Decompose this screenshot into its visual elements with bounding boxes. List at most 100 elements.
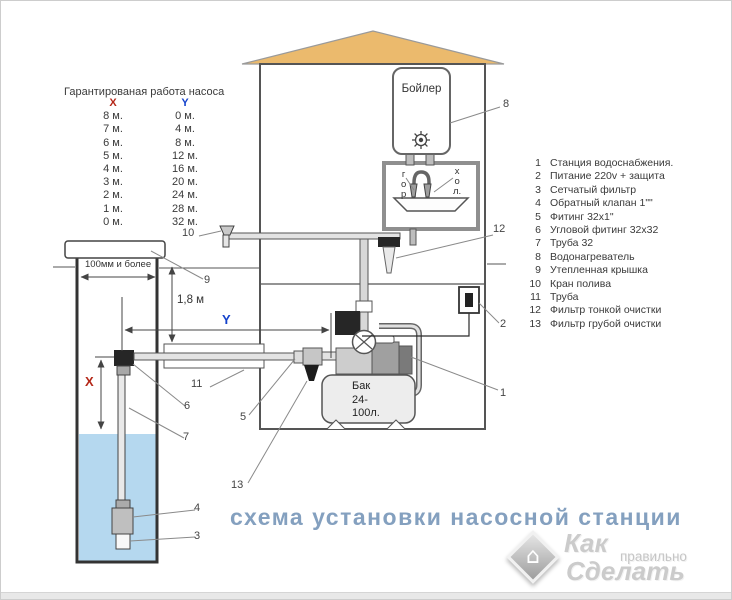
pump-table-columns: X Y bbox=[77, 97, 227, 110]
callout-11: 11 bbox=[191, 378, 203, 390]
watermark-logo: ⌂ Как правильно Сделать bbox=[502, 528, 727, 588]
callout-8: 8 bbox=[503, 98, 510, 110]
well-pipe-assembly bbox=[111, 350, 134, 550]
table-row: 0 м.32 м. bbox=[103, 215, 198, 228]
boiler bbox=[392, 67, 451, 155]
watermark-word1: Как bbox=[564, 528, 608, 558]
watermark-word2: правильно bbox=[620, 549, 687, 564]
callout-7: 7 bbox=[183, 431, 190, 443]
check-valve bbox=[111, 507, 134, 535]
callout-12: 12 bbox=[493, 223, 506, 235]
pressure-tank bbox=[321, 374, 416, 424]
table-row: 2 м.24 м. bbox=[103, 189, 198, 202]
ground-lines bbox=[53, 263, 506, 269]
well-width-dim-label: 100мм и более bbox=[85, 259, 152, 270]
callout-10: 10 bbox=[182, 227, 195, 239]
table-row: 5 м.12 м. bbox=[103, 149, 198, 162]
well-riser-pipe bbox=[117, 372, 126, 504]
leader-3 bbox=[129, 536, 196, 542]
callout-4: 4 bbox=[194, 502, 201, 514]
watermark-diamond: ⌂ bbox=[506, 530, 560, 584]
elbow-fitting-lower bbox=[116, 365, 131, 376]
leader-lines bbox=[128, 106, 501, 542]
fine-filter-cap bbox=[378, 237, 400, 247]
pressure-switch bbox=[335, 311, 360, 335]
leader-2 bbox=[478, 302, 500, 324]
suction-line bbox=[133, 343, 338, 381]
dimension-lines bbox=[80, 266, 332, 430]
power-outlet-slot bbox=[465, 293, 473, 307]
fine-filter-cone bbox=[382, 246, 396, 274]
x-dim-label: X bbox=[85, 374, 94, 389]
hot-label-leader bbox=[405, 177, 415, 191]
cold-label-leader bbox=[433, 177, 454, 193]
sink-basin bbox=[392, 197, 470, 212]
depth-dim-label: 1,8 м bbox=[177, 294, 205, 306]
well-cap bbox=[64, 240, 166, 259]
valve-cross bbox=[355, 334, 373, 350]
leader-6 bbox=[132, 363, 186, 407]
callout-3: 3 bbox=[194, 530, 201, 542]
hot-water-label: г о р bbox=[401, 169, 407, 200]
leader-10 bbox=[198, 230, 222, 237]
boiler-body bbox=[392, 67, 451, 155]
pump-top-cap bbox=[373, 335, 395, 344]
leader-7 bbox=[128, 407, 185, 439]
roof bbox=[241, 30, 505, 65]
coarse-filter bbox=[304, 365, 319, 381]
table-row: 6 м.8 м. bbox=[103, 136, 195, 149]
pipe-coupling bbox=[355, 300, 373, 313]
inlet-fitting-small bbox=[293, 350, 304, 364]
leader-5 bbox=[248, 358, 296, 416]
cold-water-line bbox=[219, 225, 401, 274]
table-row: 1 м.28 м. bbox=[103, 202, 198, 215]
col-x-label: X bbox=[109, 97, 117, 109]
garden-tap bbox=[219, 225, 235, 236]
leader-12 bbox=[395, 234, 494, 259]
leader-8 bbox=[449, 106, 501, 124]
mesh-strainer bbox=[115, 533, 131, 550]
check-valve-cap bbox=[115, 499, 131, 509]
sink-room bbox=[382, 150, 480, 246]
power-wire bbox=[362, 312, 470, 337]
sink-room-walls bbox=[382, 161, 480, 231]
tank-label: Бак 24- 100л. bbox=[352, 380, 380, 419]
pump-table-header: Гарантированая работа насоса bbox=[64, 86, 225, 98]
leader-1 bbox=[410, 356, 499, 391]
house-icon: ⌂ bbox=[526, 544, 540, 569]
cold-water-label: х о л. bbox=[453, 166, 462, 197]
table-row: 7 м.4 м. bbox=[103, 123, 195, 136]
tank-leg bbox=[326, 419, 346, 430]
cold-pipe bbox=[228, 232, 401, 240]
elbow-fitting bbox=[114, 350, 134, 366]
pump-end-cap bbox=[398, 345, 413, 375]
inlet-fitting bbox=[302, 347, 323, 366]
pump-table: X Y 8 м.0 м. 7 м.4 м. 6 м.8 м. 5 м.12 м.… bbox=[77, 97, 227, 229]
y-dim-label: Y bbox=[222, 312, 231, 327]
watermark-word3: Сделать bbox=[566, 556, 685, 586]
callout-6: 6 bbox=[184, 400, 191, 412]
boiler-gear-icon bbox=[412, 131, 430, 149]
col-y-label: Y bbox=[181, 97, 189, 109]
garden-tap-stem bbox=[222, 234, 230, 248]
table-row: 3 м.20 м. bbox=[103, 176, 198, 189]
leader-4 bbox=[132, 509, 196, 518]
callout-5: 5 bbox=[240, 411, 247, 423]
callout-2: 2 bbox=[500, 318, 507, 330]
leader-9 bbox=[150, 250, 204, 280]
page-title: схема установки насосной станции bbox=[230, 504, 682, 530]
electrical bbox=[362, 286, 480, 337]
